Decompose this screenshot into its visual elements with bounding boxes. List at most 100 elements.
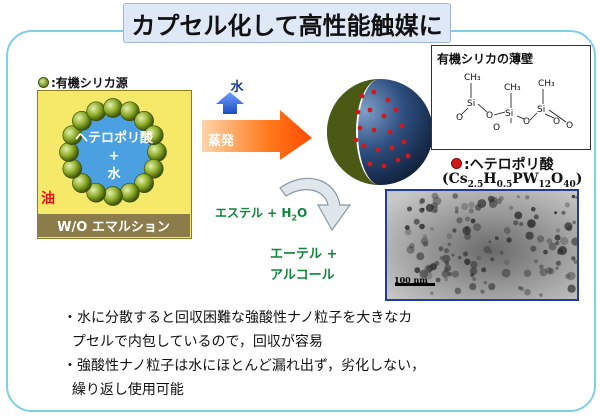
capsule-svg (327, 79, 433, 185)
tem-particle (530, 245, 537, 252)
tem-particle (554, 234, 561, 241)
note-line-4: 繰り返し使用可能 (63, 382, 184, 398)
notes-list: ・水に分散すると回収困難な強酸性ナノ粒子を大きなカ プセルで内包しているので，回… (63, 306, 533, 402)
tem-particle (555, 260, 561, 266)
tem-particle (421, 207, 425, 211)
tem-particle (561, 210, 566, 215)
bond-lines (461, 83, 567, 123)
tem-particle (533, 214, 539, 220)
tem-particle (480, 289, 485, 294)
hpa-particle (381, 113, 387, 119)
tem-particle (464, 232, 472, 240)
oxygen-1: O (456, 113, 463, 123)
tem-particle (422, 234, 427, 239)
hpa-particle (389, 145, 395, 151)
water-droplet (72, 111, 154, 193)
tem-particle (426, 265, 434, 272)
tem-particle (501, 268, 511, 278)
silica-source-sphere (119, 182, 140, 203)
tem-particle (470, 218, 476, 224)
scale-label: 100 nm (394, 275, 428, 285)
tem-particle (433, 208, 438, 213)
tem-particle (543, 249, 548, 255)
note-line-3: ・強酸性ナノ粒子は水にほとんど漏れ出ず，劣化しない， (63, 358, 426, 374)
tem-particle (571, 256, 576, 261)
hpa-particle (357, 125, 363, 131)
silica-source-legend: :有機シリカ源 (38, 74, 128, 91)
tem-particle (490, 257, 495, 262)
hpa-formula: (Cs2.5H0.5PW12O40) (442, 171, 583, 190)
hpa-particle (395, 157, 401, 163)
hpa-legend-label: :ヘテロポリ酸 (464, 157, 554, 173)
tem-image (385, 189, 579, 301)
tem-particle (438, 246, 444, 252)
oxygen-2: O (486, 111, 493, 121)
hpa-particle (381, 163, 387, 169)
si-3: Si (537, 105, 545, 115)
tem-particle (430, 227, 434, 231)
product-line-1: エーテル + (270, 247, 338, 262)
silica-source-sphere (134, 173, 154, 193)
tem-particle (409, 242, 415, 249)
tem-particle (519, 222, 524, 227)
hpa-dot-icon (451, 158, 462, 169)
tem-particle (425, 203, 434, 212)
silica-source-sphere (103, 98, 123, 118)
tem-particle (444, 277, 449, 282)
tem-particle (470, 260, 478, 269)
tem-particle (444, 264, 452, 272)
tem-particle (476, 255, 482, 261)
si-1: Si (467, 99, 475, 109)
tem-micrograph (387, 191, 577, 299)
silica-source-sphere (134, 111, 154, 131)
tem-particle (494, 236, 499, 241)
tem-particle (496, 198, 502, 205)
oil-label: 油 (41, 191, 55, 207)
hpa-particle (371, 89, 377, 95)
tem-particle (435, 277, 441, 283)
silica-shell-ring (59, 98, 167, 206)
silica-source-sphere (86, 101, 107, 122)
tem-particle (413, 218, 420, 225)
tem-particle (404, 228, 412, 236)
hpa-particle (399, 123, 405, 129)
tem-particle (518, 286, 522, 290)
tem-particle (499, 250, 504, 255)
tem-particle (503, 227, 511, 234)
hpa-particle (405, 153, 411, 159)
tem-particle (419, 223, 425, 230)
tem-particle (513, 220, 519, 226)
oxygen-3: O (523, 117, 530, 127)
note-line-2: プセルで内包しているので，回収が容易 (63, 334, 323, 350)
tem-particle (416, 252, 425, 261)
tem-particle (572, 220, 576, 225)
tem-particle (539, 268, 548, 277)
tem-particle (458, 255, 462, 260)
methyl-2: CH₃ (504, 83, 521, 93)
tem-particle (520, 286, 525, 291)
methyl-1: CH₃ (464, 73, 481, 83)
droplet-contents: ヘテロポリ酸 + 水 (73, 130, 155, 184)
tem-particle (452, 193, 459, 199)
tem-particle (454, 206, 459, 211)
tem-particle (508, 205, 514, 211)
capsule-interior (327, 79, 380, 185)
tem-particle (451, 270, 459, 278)
tem-particles (404, 192, 577, 297)
tem-particle (555, 228, 561, 233)
tem-particle (539, 264, 544, 270)
water-up-arrow (216, 92, 244, 114)
silica-source-sphere (62, 125, 83, 146)
tem-particle (527, 219, 536, 228)
tem-particle (469, 283, 477, 291)
tem-particle (548, 242, 557, 251)
silica-source-sphere (143, 158, 164, 179)
silica-source-sphere (72, 173, 92, 193)
tem-particle (462, 226, 472, 236)
tem-particle (531, 206, 536, 212)
silica-source-sphere (72, 111, 92, 131)
tem-particle (456, 217, 463, 224)
tem-particle (523, 269, 532, 277)
tem-particle (439, 256, 444, 260)
capsule-hpa-particles (353, 89, 411, 169)
